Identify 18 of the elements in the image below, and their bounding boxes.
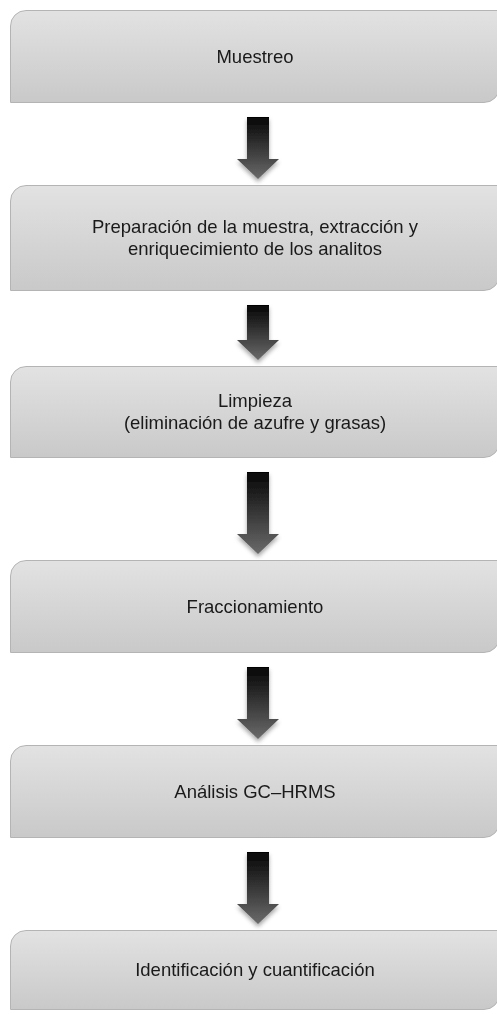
step-label: (eliminación de azufre y grasas)	[123, 412, 387, 434]
process-box	[10, 366, 497, 458]
block-arrow	[237, 117, 279, 179]
step-label: Limpieza	[217, 390, 292, 412]
block-arrow	[237, 852, 279, 924]
step-label: Preparación de la muestra, extracción y enriquecimiento de los analitos	[91, 216, 419, 260]
process-box	[10, 10, 497, 103]
step-label: Muestreo	[216, 45, 294, 68]
step-label: Análisis GC–HRMS	[174, 780, 336, 803]
process-box	[10, 930, 497, 1010]
block-arrow	[237, 305, 279, 360]
process-box	[10, 560, 497, 653]
block-arrow	[237, 472, 279, 554]
step-label: Fraccionamiento	[186, 595, 324, 618]
process-box	[10, 745, 497, 838]
process-box	[10, 185, 497, 291]
step-label: Identificación y cuantificación	[135, 959, 375, 981]
block-arrow	[237, 667, 279, 739]
